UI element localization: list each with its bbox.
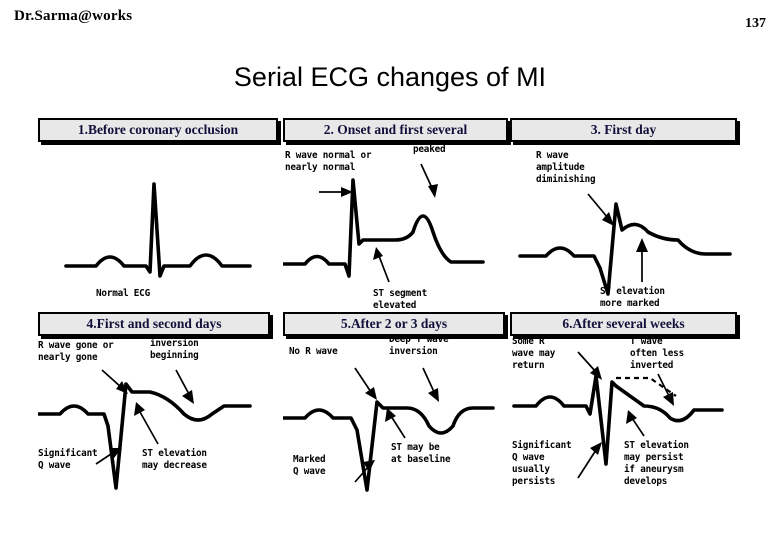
panel-3-heading: 3. First day (510, 118, 737, 142)
label-t-wave-peaked-line2: peaked (413, 144, 445, 155)
page-title: Serial ECG changes of MI (233, 62, 547, 92)
label-r-wave-normal-line1: R wave normal or (285, 150, 372, 161)
label-st-more-marked-line1: ST elevation (600, 286, 665, 297)
panel-5-heading: 5.After 2 or 3 days (283, 312, 505, 336)
panel-6-figure: Some R wave may return T wave often less… (510, 338, 737, 510)
panel-4-figure: R wave gone or nearly gone T wave invers… (38, 338, 270, 508)
label-t-less-inverted-line1: T wave (630, 338, 663, 347)
arrowhead-marked-q (363, 460, 375, 472)
label-significant-q-line2: Q wave (38, 460, 71, 471)
panel-2-heading: 2. Onset and first several (283, 118, 508, 142)
label-r-wave-diminishing-line1: R wave (536, 150, 569, 161)
label-deep-t-line1: Deep T wave (389, 338, 449, 345)
arrow-st-may-decrease (139, 411, 159, 445)
label-marked-q-line1: Marked (293, 454, 325, 465)
ecg-trace-3 (518, 202, 732, 296)
panel-4-heading: 4.First and second days (38, 312, 270, 336)
panel-5-figure: No R wave Deep T wave inversion Marked Q… (283, 338, 505, 508)
arrowhead-no-r-wave (365, 387, 377, 400)
arrowhead-st-elevated (373, 247, 383, 260)
label-marked-q-line2: Q wave (293, 466, 326, 477)
label-st-aneurysm-line1: ST elevation (624, 440, 689, 451)
ecg-trace-6-dashed (616, 376, 677, 397)
arrowhead-some-r (590, 366, 602, 380)
arrow-significant-q (95, 451, 115, 465)
label-deep-t-line2: inversion (389, 346, 438, 357)
label-st-baseline-line1: ST may be (391, 442, 440, 453)
ecg-trace-2 (283, 178, 485, 278)
ecg-trace-4 (38, 382, 252, 490)
arrowhead-t-less-inverted (663, 392, 674, 406)
arrowhead-st-aneurysm (626, 410, 637, 424)
label-r-wave-gone-line1: R wave gone or (38, 340, 114, 351)
arrowhead-st-more-marked (636, 238, 648, 252)
label-q-persists-line2: Q wave (512, 452, 545, 463)
arrowhead-r-wave-diminishing (602, 212, 614, 226)
panel-1-heading: 1.Before coronary occlusion (38, 118, 278, 142)
arrow-t-inversion (175, 369, 191, 397)
label-st-baseline-line2: at baseline (391, 454, 451, 465)
panel-1-figure: Normal ECG (38, 144, 278, 304)
panel-2-figure: R wave normal or nearly normal T wave pe… (283, 144, 508, 314)
author-watermark: Dr.Sarma@works (14, 8, 133, 24)
arrow-deep-t (422, 367, 436, 395)
label-r-wave-gone-line2: nearly gone (38, 352, 98, 363)
arrowhead-significant-q (110, 448, 122, 458)
label-st-elevated-line2: elevated (373, 300, 416, 311)
label-q-persists-line4: persists (512, 476, 555, 487)
arrow-some-r (577, 351, 597, 373)
arrow-no-r-wave (354, 367, 372, 393)
label-no-r-wave: No R wave (289, 346, 338, 357)
arrowhead-q-persists (590, 442, 602, 455)
arrowhead-r-wave-gone (116, 381, 128, 394)
label-st-more-marked-line2: more marked (600, 298, 659, 309)
arrow-r-wave-gone (101, 369, 123, 389)
label-normal-ecg: Normal ECG (96, 288, 151, 299)
label-st-may-decrease-line1: ST elevation (142, 448, 207, 459)
arrow-r-wave-diminishing (587, 193, 609, 219)
arrow-st-aneurysm (631, 417, 645, 437)
panel-3-figure: R wave amplitude diminishing ST elevatio… (510, 144, 737, 314)
arrowhead-st-may-decrease (134, 402, 145, 416)
arrow-t-less-inverted (657, 373, 671, 399)
label-st-may-decrease-line2: may decrease (142, 460, 207, 471)
arrow-q-persists (577, 449, 597, 479)
page-number: 137 (745, 16, 766, 31)
label-some-r-line3: return (512, 360, 544, 371)
ecg-trace-1 (64, 182, 252, 278)
arrow-marked-q (354, 465, 370, 483)
label-q-persists-line1: Significant (512, 440, 571, 451)
ecg-trace-5 (283, 400, 495, 492)
label-some-r-line1: Some R (512, 338, 545, 347)
label-st-aneurysm-line2: may persist (624, 452, 683, 463)
arrowhead-t-wave-peaked (428, 184, 438, 198)
panel-grid: 1.Before coronary occlusion Normal ECG 2… (0, 112, 780, 512)
label-st-aneurysm-line4: develops (624, 476, 667, 487)
label-significant-q-line1: Significant (38, 448, 97, 459)
label-t-less-inverted-line2: often less (630, 348, 684, 359)
label-some-r-line2: wave may (512, 348, 556, 359)
label-st-aneurysm-line3: if aneurysm (624, 464, 684, 475)
arrow-st-baseline (390, 415, 406, 439)
label-t-inversion-line3: beginning (150, 350, 199, 361)
label-t-inversion-line2: inversion (150, 338, 199, 349)
arrowhead-t-inversion (182, 390, 194, 404)
arrowhead-st-baseline (385, 408, 396, 422)
label-q-persists-line3: usually (512, 464, 550, 475)
ecg-trace-6 (512, 374, 724, 466)
arrowhead-deep-t (428, 388, 439, 402)
label-r-wave-diminishing-line3: diminishing (536, 174, 595, 185)
label-r-wave-diminishing-line2: amplitude (536, 162, 585, 173)
label-r-wave-normal-line2: nearly normal (285, 162, 355, 173)
label-st-elevated-line1: ST segment (373, 288, 427, 299)
panel-6-heading: 6.After several weeks (510, 312, 737, 336)
arrowhead-r-wave-normal (341, 187, 353, 197)
arrow-st-elevated (378, 255, 390, 283)
label-t-less-inverted-line3: inverted (630, 360, 673, 371)
